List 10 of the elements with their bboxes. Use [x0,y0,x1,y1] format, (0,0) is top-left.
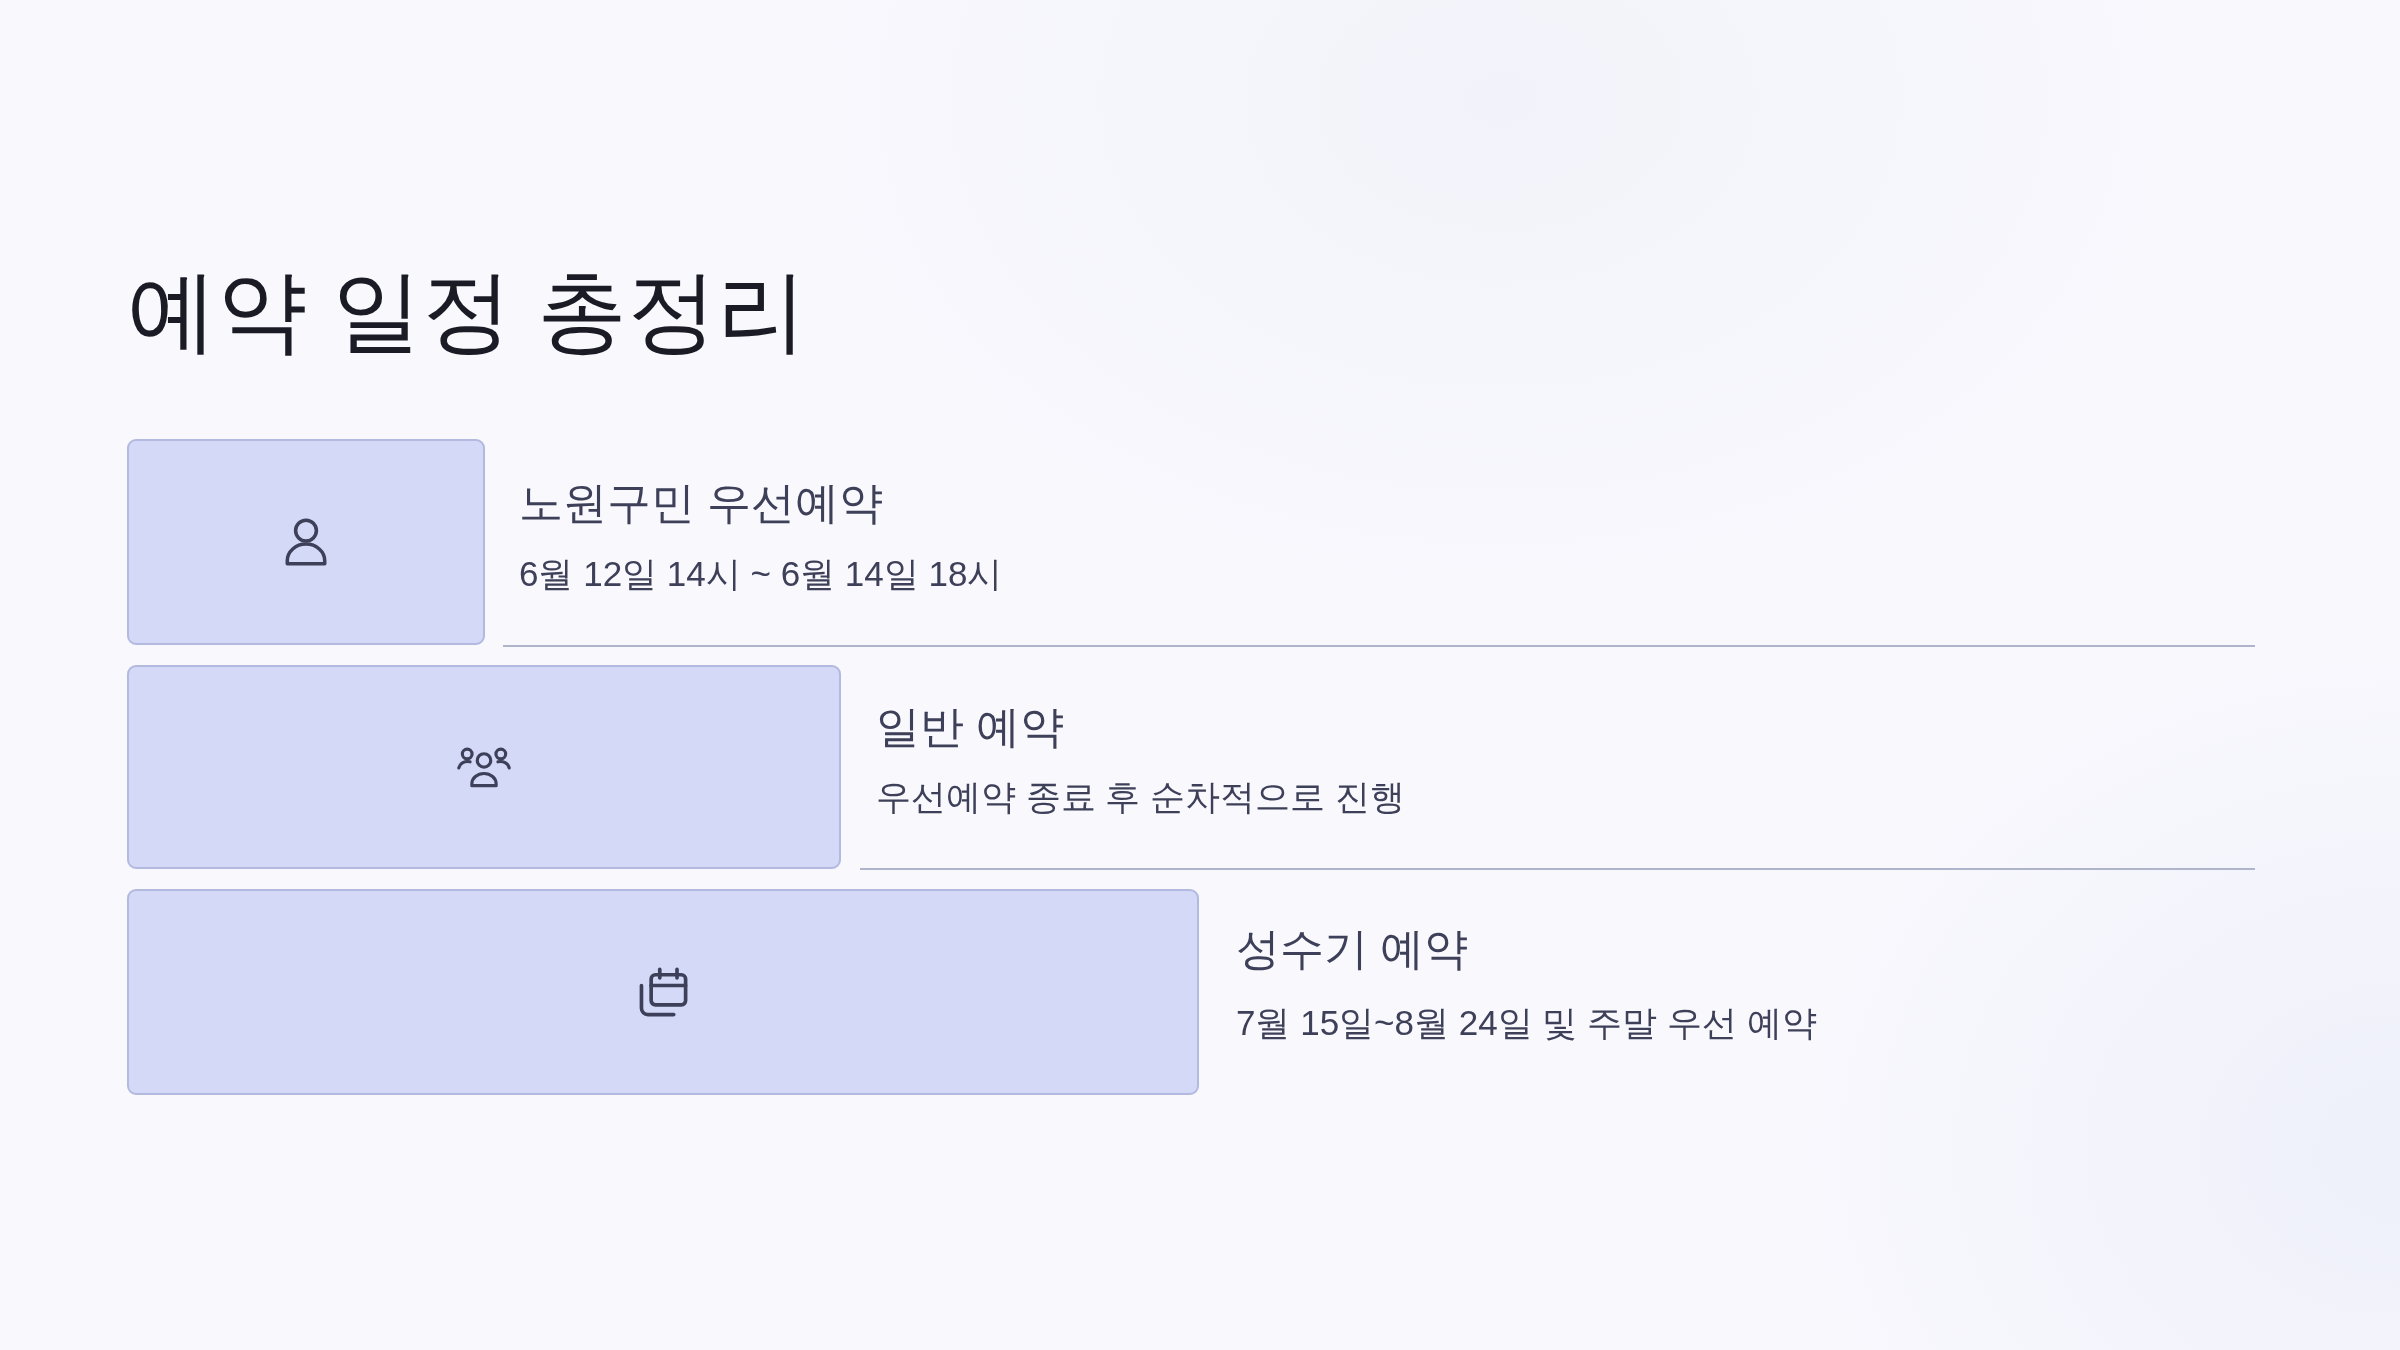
item-description: 우선예약 종료 후 순차적으로 진행 [876,777,1405,818]
item-description: 7월 15일~8월 24일 및 주말 우선 예약 [1236,1003,1817,1044]
icon-card [127,439,485,645]
item-description: 6월 12일 14시 ~ 6월 14일 18시 [519,554,1003,595]
icon-card [127,889,1199,1095]
item-heading: 성수기 예약 [1236,924,1469,975]
item-heading: 일반 예약 [876,702,1065,753]
item-heading: 노원구민 우선예약 [519,478,884,529]
icon-card [127,665,841,869]
page-title: 예약 일정 총정리 [127,262,807,361]
